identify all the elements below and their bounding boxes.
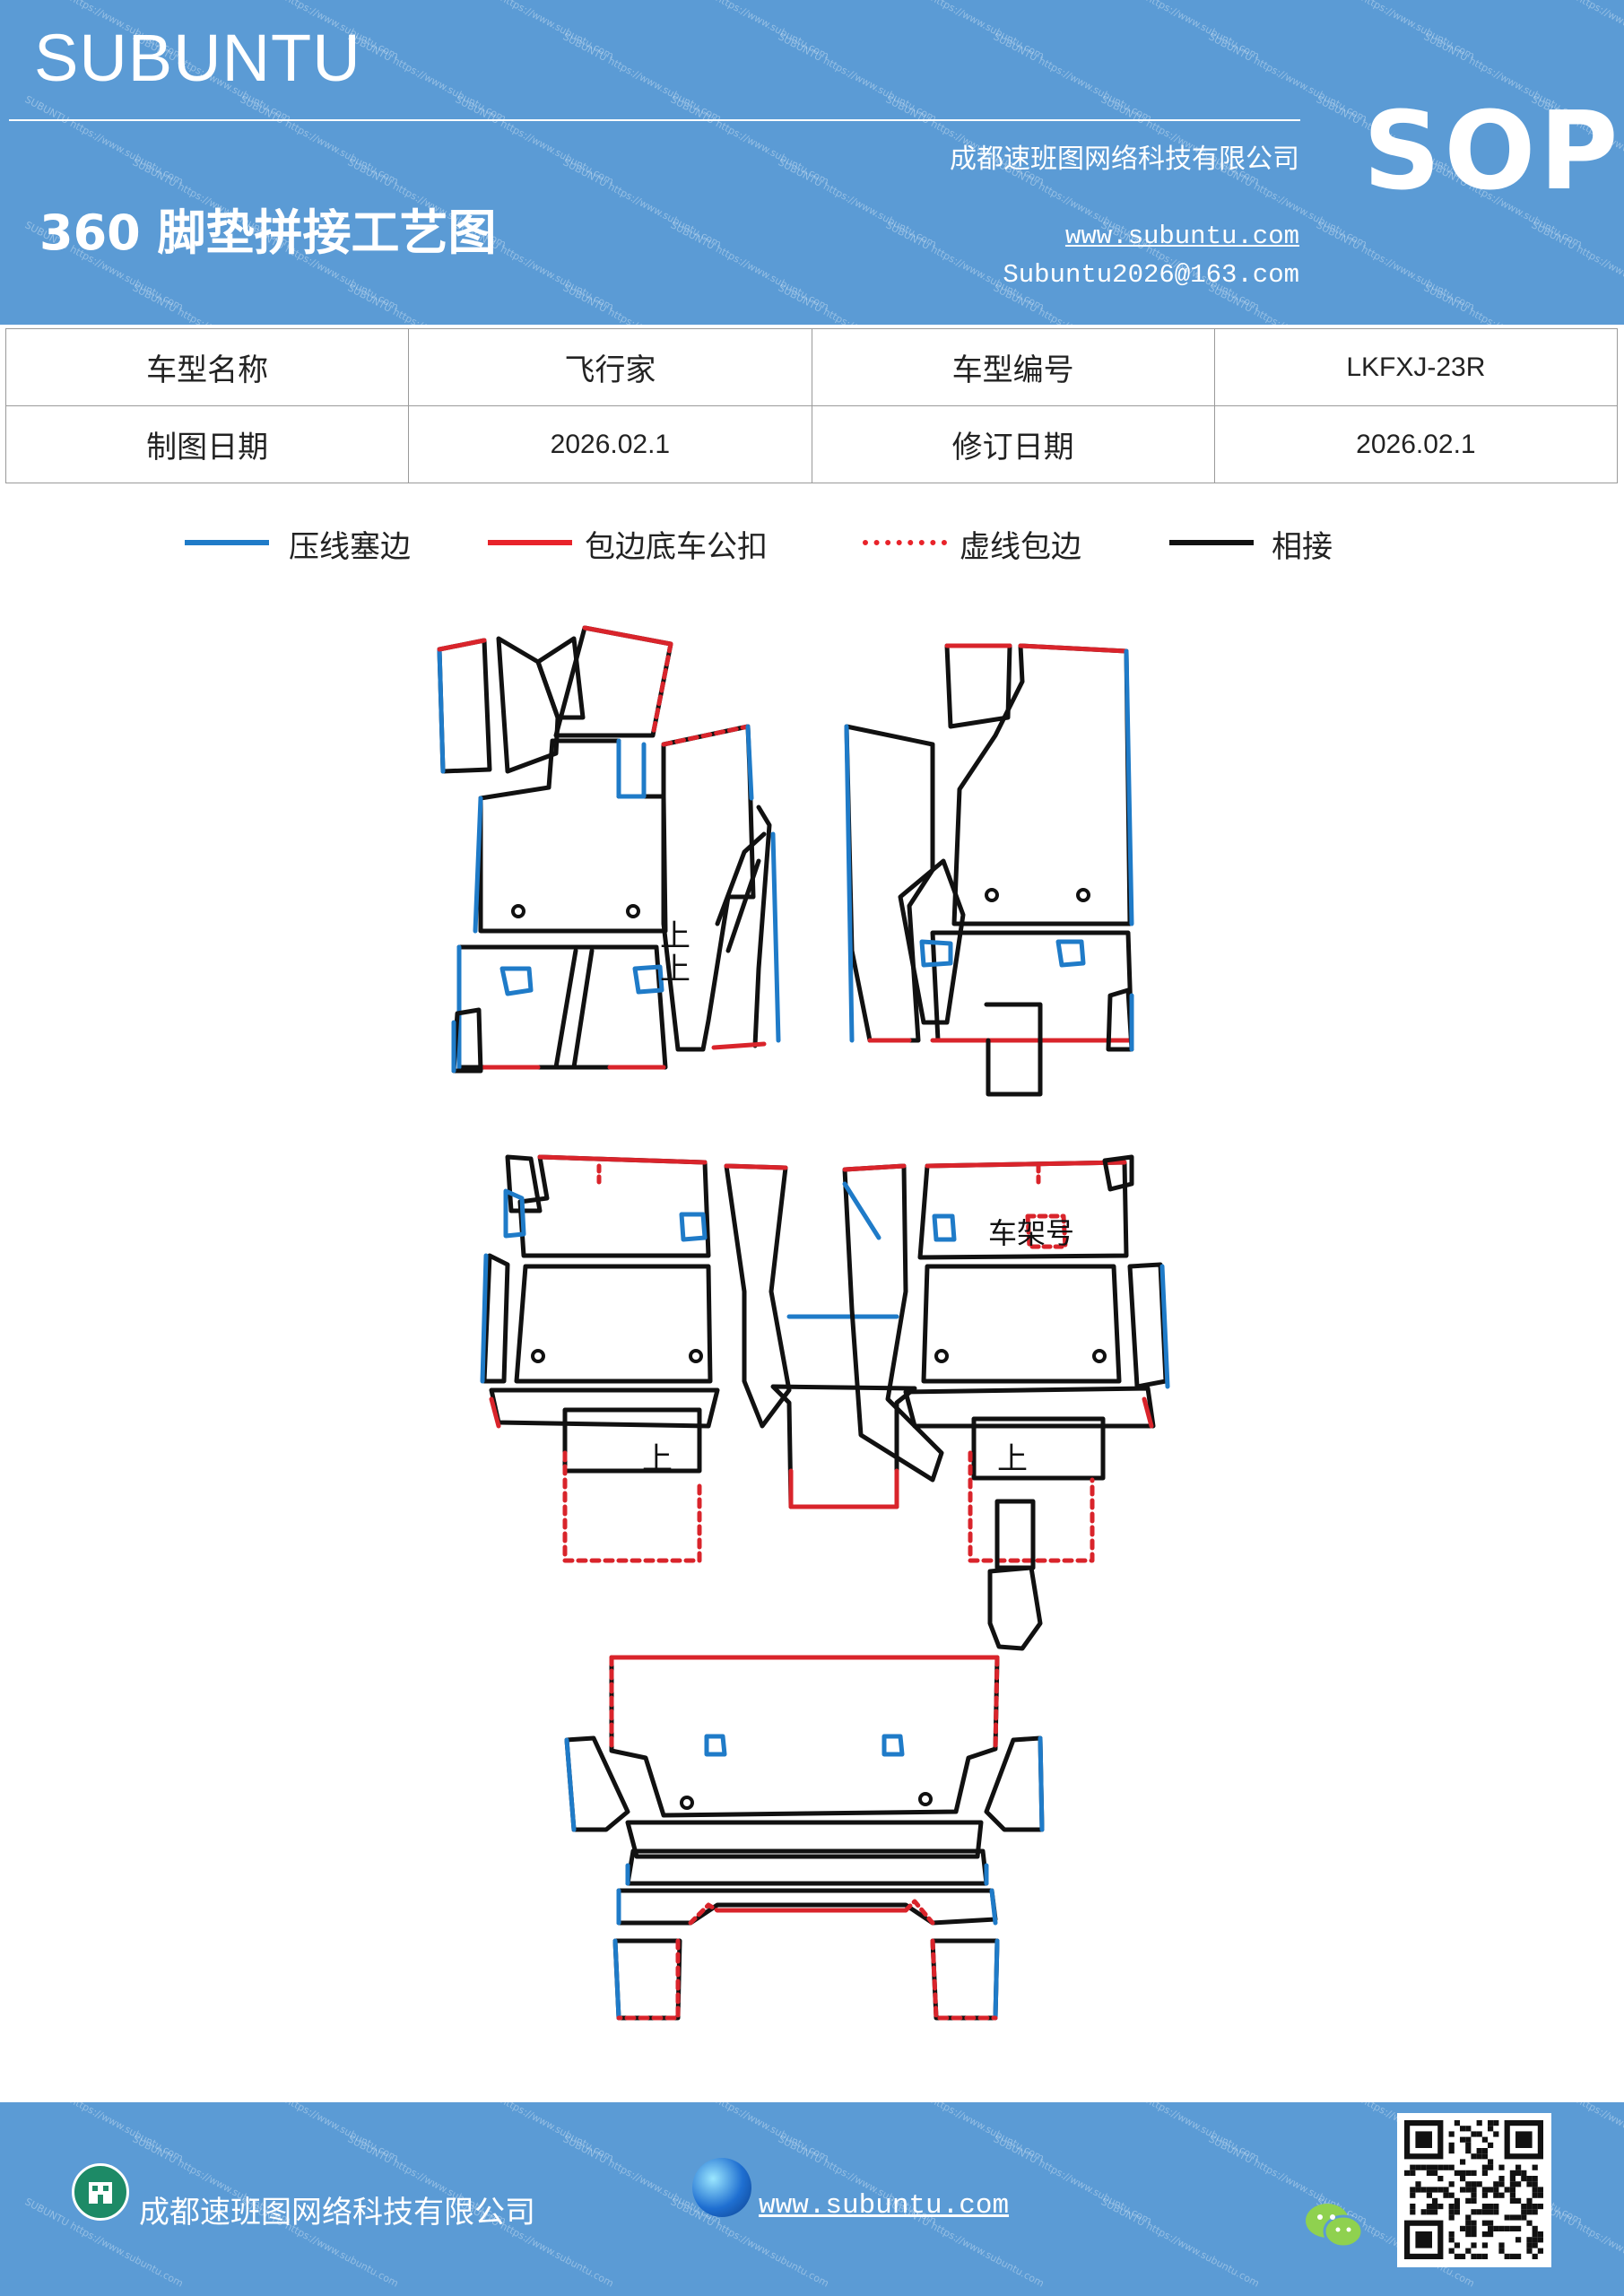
watermark-text: SUBUNTU https://www.subuntu.com [1529, 219, 1624, 313]
watermark-text: SUBUNTU https://www.subuntu.com [1099, 2102, 1262, 2164]
watermark-text: SUBUNTU https://www.subuntu.com [1099, 0, 1262, 62]
header-divider [9, 119, 1300, 121]
watermark-text: SUBUNTU https://www.subuntu.com [668, 0, 831, 62]
label-vin: 车架号 [988, 1216, 1074, 1250]
mat-rear [564, 1655, 1045, 2021]
brand-name: SUBUNTU [34, 21, 361, 95]
legend-label: 虚线包边 [960, 529, 1081, 565]
watermark-text: SUBUNTU https://www.subuntu.com [668, 93, 831, 187]
watermark-text: SUBUNTU https://www.subuntu.com [1530, 0, 1624, 62]
footer-website-link[interactable]: www.subuntu.com [759, 2190, 1010, 2222]
watermark-text: SUBUNTU https://www.subuntu.com [1099, 2196, 1262, 2290]
watermark-text: SUBUNTU https://www.subuntu.com [1206, 30, 1369, 125]
watermark-text: SUBUNTU https://www.subuntu.com [1314, 0, 1477, 62]
watermark-text: SUBUNTU https://www.subuntu.com [453, 2102, 616, 2164]
watermark-text: SUBUNTU https://www.subuntu.com [22, 93, 186, 187]
watermark-text: SUBUNTU https://www.subuntu.com [453, 93, 616, 187]
mat-second-left [480, 1154, 917, 1563]
mat-front-right [844, 643, 1134, 1097]
legend-label: 相接 [1272, 529, 1333, 565]
watermark-text: SUBUNTU https://www.subuntu.com [991, 30, 1154, 125]
label-vehicle-code: 车型编号 [811, 328, 1215, 406]
legend-label: 包边底车公扣 [585, 529, 768, 565]
watermark-text: SUBUNTU https://www.subuntu.com [238, 93, 401, 187]
watermark-text: SUBUNTU https://www.subuntu.com [883, 0, 1046, 62]
legend: 压线塞边 包边底车公扣 虚线包边 相接 [0, 520, 1624, 574]
watermark-text: SUBUNTU https://www.subuntu.com [131, 282, 293, 325]
label-up: 上 [660, 952, 690, 987]
watermark-text: SUBUNTU https://www.subuntu.com [560, 30, 724, 125]
legend-swatch [488, 540, 572, 545]
watermark-text: SUBUNTU https://www.subuntu.com [991, 2133, 1154, 2227]
table-row: 车型名称 飞行家 车型编号 LKFXJ-23R [4, 328, 1619, 406]
mat-front-left-side [661, 724, 781, 1052]
watermark-text: SUBUNTU https://www.subuntu.com [776, 156, 939, 250]
globe-icon [692, 2158, 751, 2217]
watermark-text: SUBUNTU https://www.subuntu.com [453, 0, 616, 62]
watermark-text: SUBUNTU https://www.subuntu.com [1422, 282, 1585, 325]
watermark-text: SUBUNTU https://www.subuntu.com [1314, 219, 1477, 313]
label-up: 上 [997, 1441, 1028, 1477]
website-link[interactable]: www.subuntu.com [1064, 222, 1299, 251]
watermark-text: SUBUNTU https://www.subuntu.com [883, 2102, 1046, 2164]
watermark-text: SUBUNTU https://www.subuntu.com [22, 2102, 186, 2164]
watermark-text: SUBUNTU https://www.subuntu.com [561, 282, 724, 325]
value-revision-date: 2026.02.1 [1213, 405, 1619, 483]
value-vehicle-code: LKFXJ-23R [1213, 328, 1619, 406]
email-address: Subuntu2026@163.com [1003, 260, 1299, 290]
watermark-text: SUBUNTU https://www.subuntu.com [776, 30, 939, 125]
floor-mat-diagram: 上 上 [437, 625, 1170, 2021]
watermark-text: SUBUNTU https://www.subuntu.com [345, 30, 508, 125]
watermark-text: SUBUNTU https://www.subuntu.com [668, 219, 831, 313]
vehicle-info-table: 车型名称 飞行家 车型编号 LKFXJ-23R 制图日期 2026.02.1 修… [4, 328, 1619, 483]
value-vehicle-name: 飞行家 [408, 328, 812, 406]
watermark-text: SUBUNTU https://www.subuntu.com [777, 282, 939, 325]
label-revision-date: 修订日期 [811, 405, 1215, 483]
legend-label: 压线塞边 [289, 529, 411, 565]
legend-swatch [863, 540, 947, 545]
mat-front-left [437, 625, 673, 1074]
page-title: 360 脚垫拼接工艺图 [39, 204, 497, 261]
qr-code-icon [1397, 2113, 1551, 2267]
watermark-text: SUBUNTU https://www.subuntu.com [346, 282, 508, 325]
value-drawing-date: 2026.02.1 [408, 405, 812, 483]
wechat-icon[interactable] [1302, 2199, 1365, 2253]
footer-company-name: 成都速班图网络科技有限公司 [139, 2195, 535, 2231]
watermark-text: SUBUNTU https://www.subuntu.com [238, 2102, 401, 2164]
table-row: 制图日期 2026.02.1 修订日期 2026.02.1 [4, 405, 1619, 483]
legend-swatch [185, 540, 269, 545]
mat-second-right [842, 1154, 1170, 1651]
label-up: 上 [642, 1441, 673, 1477]
building-icon [72, 2163, 129, 2221]
label-up: 上 [660, 918, 690, 954]
label-drawing-date: 制图日期 [4, 405, 410, 483]
sop-badge: SOP [1363, 90, 1622, 214]
legend-swatch [1169, 540, 1254, 545]
watermark-text: SUBUNTU https://www.subuntu.com [668, 2102, 831, 2164]
company-name: 成都速班图网络科技有限公司 [950, 144, 1299, 175]
watermark-text: SUBUNTU https://www.subuntu.com [560, 156, 724, 250]
label-vehicle-name: 车型名称 [4, 328, 410, 406]
